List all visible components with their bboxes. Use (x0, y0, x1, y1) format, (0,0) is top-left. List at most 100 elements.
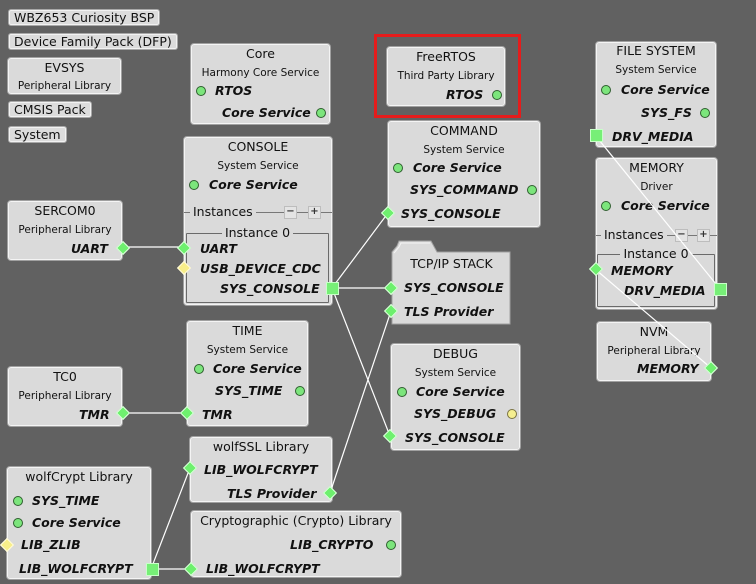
port-sys-fs: SYS_FS (641, 105, 692, 120)
port-drv-media: DRV_MEDIA (624, 283, 706, 298)
sys-time-port-dot[interactable] (13, 496, 23, 506)
sercom0-block[interactable]: SERCOM0 Peripheral Library UART (7, 200, 123, 261)
port-tmr: TMR (202, 407, 233, 422)
core-service-port-dot[interactable] (601, 201, 611, 211)
time-block[interactable]: TIME System Service Core Service SYS_TIM… (186, 320, 309, 427)
port-core-service: Core Service (213, 361, 302, 376)
debug-block[interactable]: DEBUG System Service Core Service SYS_DE… (390, 343, 521, 451)
core-service-port-dot[interactable] (397, 387, 407, 397)
wire-tcpip-wolfssl (329, 310, 392, 494)
dfp-item[interactable]: Device Family Pack (DFP) (8, 33, 178, 50)
folder-shape (391, 240, 511, 325)
port-sys-console: SYS_CONSOLE (220, 281, 320, 296)
block-subtitle: System Service (615, 64, 697, 76)
port-tmr: TMR (79, 407, 110, 422)
block-subtitle: System Service (423, 144, 505, 156)
port-core-service: Core Service (416, 384, 505, 399)
remove-instance-button[interactable]: − (284, 206, 297, 219)
instance-title: Instance 0 (187, 225, 328, 240)
block-title: wolfSSL Library (212, 439, 310, 454)
block-title: TC0 (53, 369, 77, 384)
port-core-service: Core Service (621, 82, 710, 97)
instances-row: Instances − + (596, 227, 717, 242)
core-service-port-dot[interactable] (13, 518, 23, 528)
console-block[interactable]: CONSOLE System Service Core Service Inst… (183, 136, 333, 306)
remove-instance-button[interactable]: − (675, 229, 688, 242)
port-core-service: Core Service (222, 105, 311, 120)
sys-debug-port-dot[interactable] (507, 409, 517, 419)
filesystem-drv-media-connector[interactable] (590, 129, 603, 142)
port-sys-command: SYS_COMMAND (410, 182, 519, 197)
command-block[interactable]: COMMAND System Service Core Service SYS_… (387, 120, 541, 228)
block-subtitle: Driver (640, 181, 673, 193)
add-instance-button[interactable]: + (697, 229, 710, 242)
core-service-port-dot[interactable] (194, 364, 204, 374)
console-sys-console-connector[interactable] (326, 282, 339, 295)
port-memory: MEMORY (637, 361, 699, 376)
core-service-port-dot[interactable] (601, 85, 611, 95)
block-title: Core (246, 46, 275, 61)
port-lib-crypto: LIB_CRYPTO (290, 537, 374, 552)
memory-block[interactable]: MEMORY Driver Core Service Instances − +… (595, 157, 718, 310)
system-item[interactable]: System (8, 126, 67, 143)
block-subtitle: System Service (206, 344, 289, 356)
block-title: MEMORY (629, 160, 684, 175)
port-sys-time: SYS_TIME (215, 383, 283, 398)
wire-wolfcrypt-wolfssl (150, 467, 191, 570)
wolfssl-block[interactable]: wolfSSL Library LIB_WOLFCRYPT TLS Provid… (189, 436, 333, 503)
freertos-block[interactable]: FreeRTOS Third Party Library RTOS (386, 46, 506, 107)
port-sys-debug: SYS_DEBUG (414, 406, 497, 421)
rtos-port-dot[interactable] (492, 90, 502, 100)
block-title: NVM (639, 324, 669, 339)
wolfcrypt-block[interactable]: wolfCrypt Library SYS_TIME Core Service … (6, 466, 152, 580)
port-uart: UART (71, 241, 108, 256)
block-title: TIME (232, 323, 263, 338)
port-sys-console: SYS_CONSOLE (401, 206, 501, 221)
memory-drv-media-connector[interactable] (714, 283, 727, 296)
block-subtitle: Harmony Core Service (201, 67, 320, 79)
instance-0-group: Instance 0 UART USB_DEVICE_CDC SYS_CONSO… (186, 225, 329, 303)
instances-label: Instances (601, 227, 667, 242)
port-lib-wolfcrypt: LIB_WOLFCRYPT (19, 561, 133, 576)
tcpip-stack-block[interactable]: TCP/IP STACK SYS_CONSOLE TLS Provider (391, 240, 512, 325)
port-rtos: RTOS (215, 83, 253, 98)
sys-command-port-dot[interactable] (527, 185, 537, 195)
instances-label: Instances (190, 204, 256, 219)
tc0-block[interactable]: TC0 Peripheral Library TMR (7, 366, 123, 427)
block-subtitle: System Service (414, 367, 497, 379)
block-title: Cryptographic (Crypto) Library (200, 513, 392, 528)
wolfcrypt-lib-wolfcrypt-connector[interactable] (146, 563, 159, 576)
core-block[interactable]: Core Harmony Core Service RTOS Core Serv… (190, 43, 331, 125)
block-title: COMMAND (430, 123, 498, 138)
add-instance-button[interactable]: + (308, 206, 321, 219)
port-lib-wolfcrypt: LIB_WOLFCRYPT (204, 462, 318, 477)
sys-fs-port-dot[interactable] (700, 108, 710, 118)
port-rtos: RTOS (446, 87, 484, 102)
cmsis-pack-item[interactable]: CMSIS Pack (8, 101, 92, 118)
block-subtitle: Peripheral Library (18, 390, 112, 402)
port-usb-device-cdc: USB_DEVICE_CDC (200, 261, 321, 276)
evsys-block[interactable]: EVSYS Peripheral Library (7, 57, 122, 95)
block-title: TCP/IP STACK (410, 256, 493, 271)
core-service-port-dot[interactable] (393, 163, 403, 173)
file-system-block[interactable]: FILE SYSTEM System Service Core Service … (595, 41, 717, 148)
core-service-port-dot[interactable] (189, 180, 199, 190)
block-subtitle: Third Party Library (397, 70, 495, 82)
block-title: CONSOLE (227, 139, 289, 154)
port-lib-wolfcrypt: LIB_WOLFCRYPT (206, 561, 320, 576)
block-subtitle: Peripheral Library (18, 224, 112, 236)
nvm-block[interactable]: NVM Peripheral Library MEMORY (596, 321, 712, 382)
core-service-port-dot[interactable] (316, 108, 326, 118)
wbz653-bsp-item[interactable]: WBZ653 Curiosity BSP (8, 9, 161, 26)
lib-crypto-port-dot[interactable] (386, 540, 396, 550)
port-tls-provider: TLS Provider (227, 486, 317, 501)
port-core-service: Core Service (413, 160, 502, 175)
block-title: SERCOM0 (34, 203, 96, 218)
port-sys-console: SYS_CONSOLE (405, 430, 505, 445)
crypto-block[interactable]: Cryptographic (Crypto) Library LIB_CRYPT… (190, 510, 402, 578)
sys-time-port-dot[interactable] (295, 386, 305, 396)
rtos-port-dot[interactable] (196, 86, 206, 96)
wire-console-command (331, 212, 389, 289)
block-title: EVSYS (44, 60, 85, 75)
block-subtitle: Peripheral Library (17, 80, 112, 92)
